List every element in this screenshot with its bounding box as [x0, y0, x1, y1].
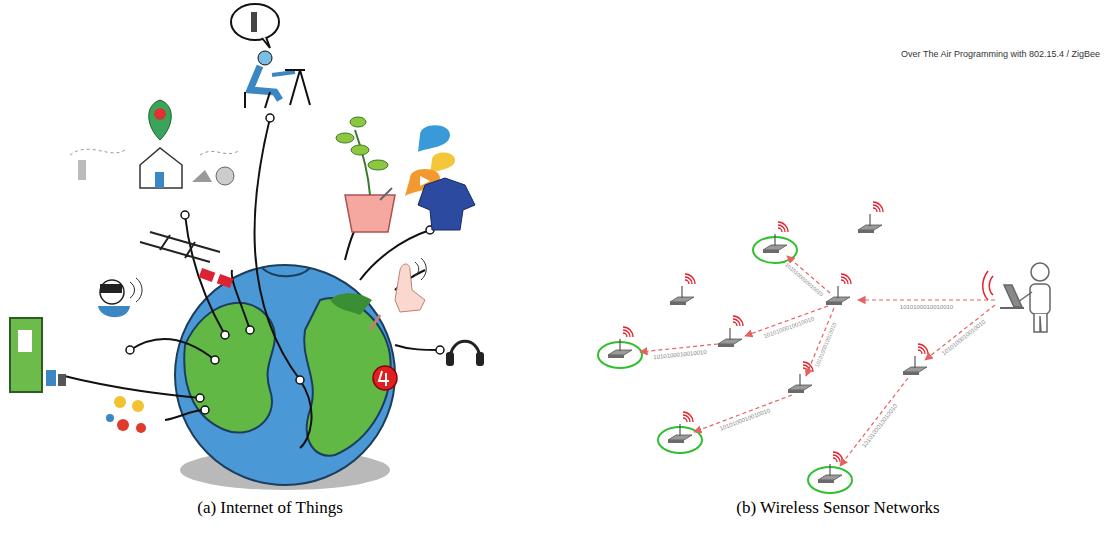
radio-wave — [685, 274, 695, 284]
antenna — [619, 339, 620, 351]
laptop-signal — [983, 271, 993, 300]
antenna — [914, 356, 915, 368]
bit-stream: 1010100010010010 — [652, 349, 708, 362]
antenna — [869, 214, 870, 226]
coast — [262, 268, 310, 276]
radio-wave — [623, 330, 630, 337]
node-side — [858, 230, 874, 233]
radio-wave — [873, 205, 880, 212]
badge — [373, 366, 397, 390]
bit-stream: 1010100010010010 — [762, 315, 816, 340]
radio-wave — [873, 202, 883, 212]
node-side — [670, 302, 686, 305]
radio-wave — [918, 347, 925, 354]
flowers — [106, 396, 146, 433]
radio-wave — [733, 316, 743, 326]
radio-wave — [683, 415, 690, 422]
continent — [330, 293, 372, 315]
radio-wave — [733, 322, 737, 326]
panel-caption: (b) Wireless Sensor Networks — [736, 498, 939, 518]
node-side — [608, 355, 624, 358]
antenna — [799, 374, 800, 386]
radio-wave — [803, 368, 807, 372]
node-side — [818, 480, 834, 483]
programmer-figure — [1000, 263, 1050, 332]
radio-wave — [778, 228, 782, 232]
antenna — [681, 286, 682, 298]
radio-wave — [918, 344, 928, 354]
sensor-node — [718, 316, 743, 347]
sensor-node — [753, 222, 797, 263]
radio-wave — [778, 222, 788, 232]
bit-stream: 1010100010010010 — [899, 304, 954, 311]
sensor-node — [858, 202, 883, 233]
globe — [175, 265, 395, 485]
radio-wave — [685, 277, 692, 284]
sensor-node — [658, 412, 702, 453]
bit-stream: 1010100010010010 — [814, 320, 839, 369]
panel-caption: (a) Internet of Things — [197, 498, 343, 518]
sensor-node — [670, 274, 695, 305]
bit-stream: 1010100010010010 — [860, 402, 899, 450]
node-side — [668, 440, 684, 443]
radio-wave — [918, 350, 922, 354]
radio-wave — [833, 452, 843, 462]
transfer-arrow — [858, 299, 995, 300]
antenna — [774, 234, 775, 246]
antenna — [729, 328, 730, 340]
radio-wave — [623, 327, 633, 337]
node-side — [788, 390, 804, 393]
headphones — [446, 341, 484, 366]
antenna — [829, 464, 830, 476]
radio-wave — [733, 319, 740, 326]
transfer-arrow — [694, 395, 792, 432]
smart-door — [10, 318, 66, 392]
wires — [60, 118, 440, 448]
radio-wave — [833, 458, 837, 462]
smart-home — [70, 100, 240, 188]
sensor-node — [826, 274, 851, 305]
smart-shirt — [418, 178, 475, 230]
node-side — [826, 302, 842, 305]
continent — [184, 303, 275, 433]
antenna — [837, 286, 838, 298]
gesture-hand — [370, 258, 426, 330]
bit-stream: 1010100010010010 — [783, 261, 825, 299]
plant-pot — [336, 117, 395, 232]
radio-wave — [841, 277, 848, 284]
radio-wave — [833, 455, 840, 462]
node-side — [903, 372, 919, 375]
node-side — [718, 344, 734, 347]
radio-wave — [683, 418, 687, 422]
badge-mark — [379, 371, 389, 386]
radio-wave — [873, 208, 877, 212]
sensor-node — [903, 344, 928, 375]
radio-wave — [685, 280, 689, 284]
transfer-arrow — [925, 305, 995, 360]
bit-stream: 1010100010010010 — [940, 318, 988, 358]
radio-wave — [841, 280, 845, 284]
vr-and-drone — [98, 232, 233, 317]
person-desk — [231, 4, 310, 108]
transfer-arrow — [840, 378, 908, 466]
node-side — [763, 250, 779, 253]
antenna — [679, 424, 680, 436]
sensor-node — [598, 327, 642, 368]
radio-wave — [683, 412, 693, 422]
figure-title: Over The Air Programming with 802.15.4 /… — [901, 49, 1100, 59]
radio-wave — [841, 274, 851, 284]
radio-wave — [623, 333, 627, 337]
radio-wave — [778, 225, 785, 232]
